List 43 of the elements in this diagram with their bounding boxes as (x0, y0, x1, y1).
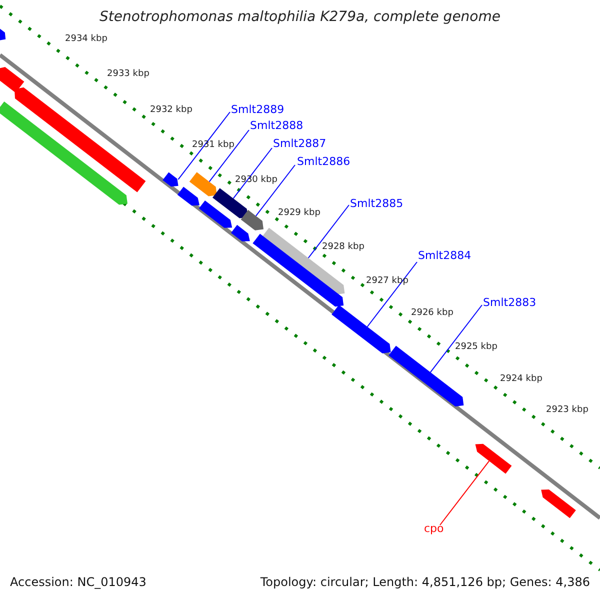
tick-label: 2923 kbp (546, 406, 588, 415)
leader-line (232, 148, 272, 199)
gene-label: Smlt2885 (350, 198, 404, 209)
gene-feature (541, 490, 576, 518)
footer-text: Topology: circular; Length: 4,851,126 bp; Genes: 4,386 (260, 576, 590, 588)
gene-feature (332, 304, 391, 354)
gene-feature (0, 26, 6, 40)
gene-feature (212, 188, 248, 218)
leader-line (308, 204, 350, 258)
leader-line (366, 262, 418, 328)
gene-feature (475, 444, 512, 474)
gene-feature (14, 87, 146, 192)
gene-feature (189, 172, 217, 196)
leader-line (430, 304, 482, 373)
gene-label: Smlt2883 (483, 297, 536, 308)
tick-label: 2934 kbp (65, 35, 108, 44)
leader-line (440, 460, 490, 526)
tick-label: 2928 kbp (322, 243, 364, 252)
gene-label: Smlt2887 (273, 138, 326, 149)
gene-label: Smlt2884 (418, 250, 472, 261)
leader-line (208, 130, 250, 182)
gene-feature (177, 186, 200, 206)
title: Stenotrophomonas maltophilia K279a, complete genome (98, 10, 502, 24)
gene-feature (240, 210, 264, 230)
gene-feature (0, 102, 128, 205)
gene-label: cpo (424, 523, 444, 534)
tick-label: 2924 kbp (500, 375, 542, 384)
gene-feature (231, 224, 250, 242)
gene-feature (0, 67, 24, 93)
gene-label: Smlt2888 (250, 120, 304, 131)
leader-line (255, 164, 296, 216)
gene-feature (252, 234, 344, 307)
footer-text: Accession: NC_010943 (10, 576, 146, 588)
tick-label: 2929 kbp (278, 209, 320, 218)
gene-label: Smlt2886 (297, 156, 350, 167)
gene-feature (198, 200, 232, 228)
tick-label: 2932 kbp (150, 106, 192, 115)
tick-label: 2926 kbp (411, 309, 454, 318)
tick-label: 2925 kbp (455, 343, 498, 352)
gene-label: Smlt2889 (231, 104, 284, 115)
tick-label: 2933 kbp (107, 70, 150, 79)
leader-line (178, 112, 230, 180)
gene-feature (162, 172, 178, 187)
